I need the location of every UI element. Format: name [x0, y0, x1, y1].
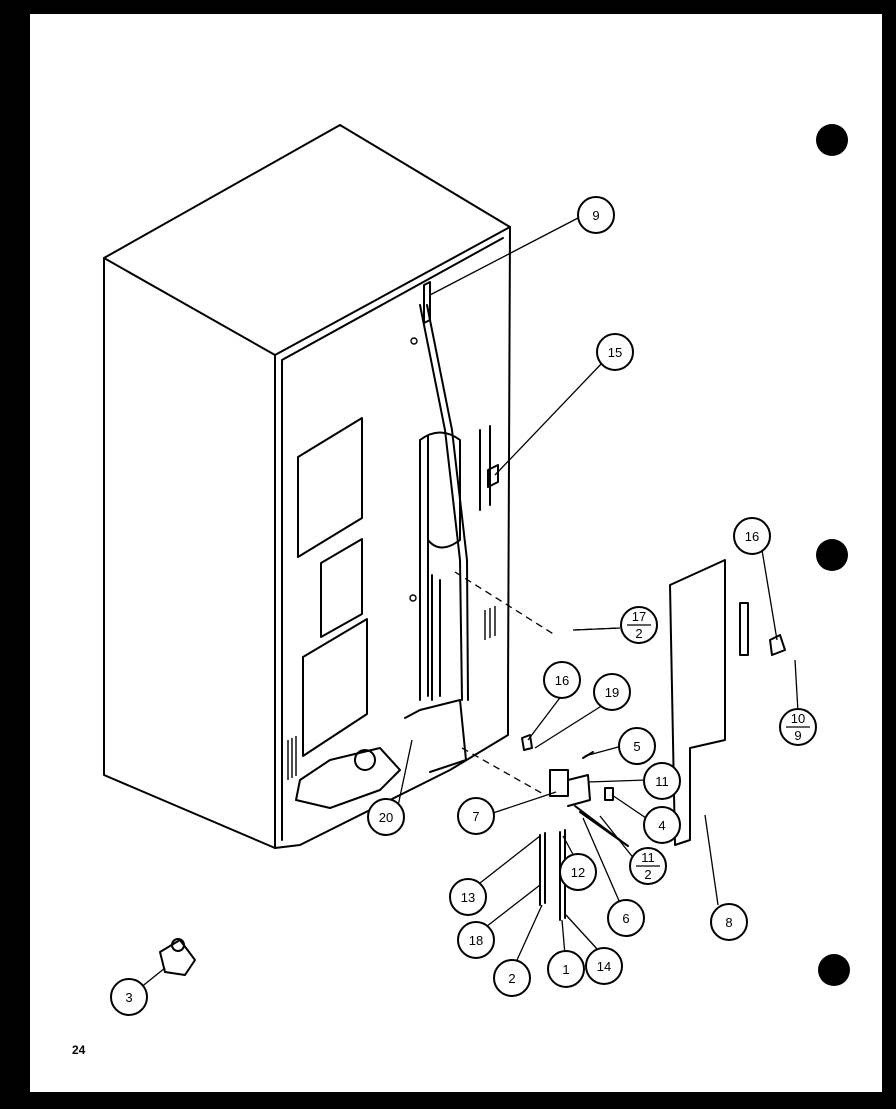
callout-7: 7 [457, 797, 495, 835]
callout-2: 2 [493, 959, 531, 997]
svg-text:2: 2 [635, 626, 642, 641]
callout-11-2: 112 [629, 847, 667, 885]
callout-17-2: 172 [620, 606, 658, 644]
callout-8: 8 [710, 903, 748, 941]
svg-text:18: 18 [469, 933, 483, 948]
dashed-line-valve [461, 747, 546, 796]
svg-text:2: 2 [644, 867, 651, 882]
svg-text:5: 5 [633, 739, 640, 754]
callout-16-lower: 16 [543, 661, 581, 699]
svg-text:14: 14 [597, 959, 611, 974]
callout-15: 15 [596, 333, 634, 371]
svg-text:10: 10 [791, 711, 805, 726]
callout-13: 13 [449, 878, 487, 916]
callout-6: 6 [607, 899, 645, 937]
callout-20: 20 [367, 798, 405, 836]
svg-text:13: 13 [461, 890, 475, 905]
panel-bracket [739, 602, 749, 656]
svg-text:6: 6 [622, 911, 629, 926]
leader-lines [139, 217, 799, 989]
callout-3: 3 [110, 978, 148, 1016]
callout-1: 1 [547, 950, 585, 988]
callout-5: 5 [618, 727, 656, 765]
shutoff-valve [159, 938, 196, 976]
dashed-line-bracket [454, 571, 556, 636]
callout-12: 12 [559, 853, 597, 891]
panel-clip [769, 634, 786, 656]
svg-text:2: 2 [508, 971, 515, 986]
svg-text:8: 8 [725, 915, 732, 930]
callout-19: 19 [593, 673, 631, 711]
svg-text:11: 11 [641, 850, 655, 865]
water-valve-assembly [521, 734, 629, 921]
svg-text:11: 11 [655, 774, 669, 789]
svg-text:7: 7 [472, 809, 479, 824]
refrigerator-cabinet [103, 124, 511, 849]
svg-text:17: 17 [632, 609, 646, 624]
callout-14: 14 [585, 947, 623, 985]
callout-18: 18 [457, 921, 495, 959]
registration-dot-bottom [818, 954, 850, 986]
svg-text:20: 20 [379, 810, 393, 825]
svg-text:19: 19 [605, 685, 619, 700]
callout-16-upper: 16 [733, 517, 771, 555]
svg-text:16: 16 [555, 673, 569, 688]
page-number: 24 [72, 1043, 86, 1057]
svg-text:3: 3 [125, 990, 132, 1005]
callout-4: 4 [643, 806, 681, 844]
callout-11: 11 [643, 762, 681, 800]
svg-text:1: 1 [562, 962, 569, 977]
callout-9: 9 [577, 196, 615, 234]
svg-text:9: 9 [592, 208, 599, 223]
registration-dot-middle [816, 539, 848, 571]
svg-text:15: 15 [608, 345, 622, 360]
water-tube-assembly [404, 281, 499, 773]
registration-dot-top [816, 124, 848, 156]
svg-text:12: 12 [571, 865, 585, 880]
callout-10-9: 109 [779, 708, 817, 746]
svg-text:4: 4 [658, 818, 665, 833]
svg-text:16: 16 [745, 529, 759, 544]
svg-text:9: 9 [794, 728, 801, 743]
rear-access-panel [669, 559, 726, 846]
